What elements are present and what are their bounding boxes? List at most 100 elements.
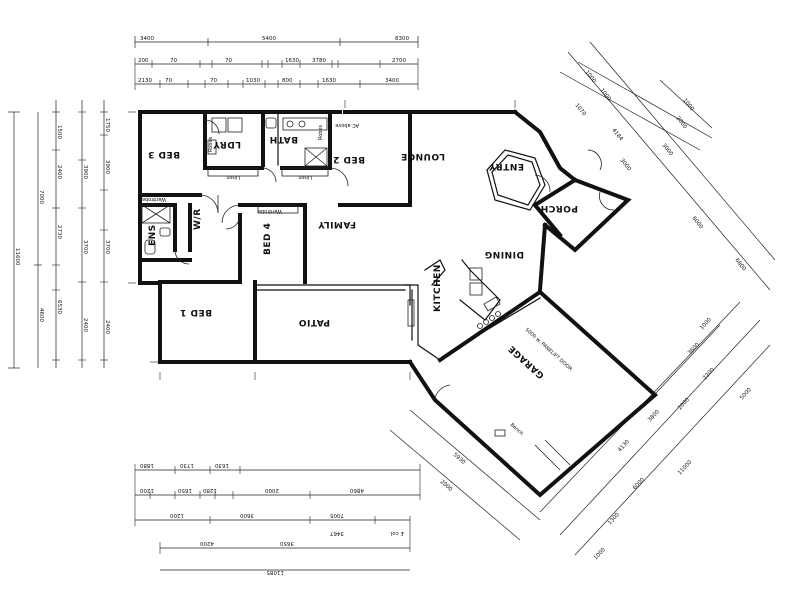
dim-bot-a: 7005	[330, 512, 344, 518]
dim-ru-d: 2000	[674, 116, 688, 131]
dim-left-r2-0: 3900	[82, 165, 88, 179]
dimensions-bottom: 1880 1730 1630 1200 1650 1280 2000 4860 …	[134, 462, 421, 575]
note-linen-2: Linen	[298, 174, 312, 180]
dim-ru-row-4: 1070	[573, 103, 587, 118]
dim-left-r3-3: 6530	[56, 300, 62, 314]
dim-top-r3-4: 800	[282, 78, 293, 84]
dim-bot-e: 3467	[330, 530, 344, 536]
dim-left-r2-1: 3700	[82, 240, 88, 254]
dim-top-r2-3: 1630	[285, 58, 299, 64]
dim-bot-r3-0: 1880	[140, 462, 154, 468]
note-wardrobe-2: Wardrobe	[142, 196, 166, 202]
dim-bot-r3-2: 1630	[215, 462, 229, 468]
dim-top-r2-1: 70	[170, 58, 177, 64]
note-wardrobe: Wardrobe	[258, 208, 282, 214]
dim-top-r3-1: 70	[165, 78, 172, 84]
dim-bot-f: 3650	[280, 540, 294, 546]
room-ens: ENS	[148, 224, 158, 246]
dim-ru-row-7: 4184	[610, 128, 624, 143]
dim-left-r3-1: 2400	[56, 165, 62, 179]
dim-top-b: 3400	[140, 36, 154, 42]
dim-bot-r2-1: 1650	[178, 487, 192, 493]
dim-left-r1-2: 3700	[104, 240, 110, 254]
dim-rl-c: 3600	[687, 342, 701, 357]
room-porch: PORCH	[540, 203, 578, 213]
outline-ticks	[128, 100, 516, 380]
dimensions-right-lower: 1000 3600 2200 2000 5000 3800 4130 6000 …	[539, 301, 771, 562]
dim-top-a: 5400	[262, 36, 276, 42]
dim-bot-d: 4860	[350, 487, 364, 493]
door-swings	[174, 119, 615, 399]
dim-rl-e: 4130	[617, 439, 631, 454]
room-family: FAMILY	[318, 219, 356, 229]
dim-bot-cl: £ col.	[389, 530, 404, 536]
dim-left-r1-3: 2400	[104, 320, 110, 334]
dim-top-r2-2: 70	[225, 58, 232, 64]
note-linen-1: Linen	[226, 174, 240, 180]
dim-rl-overall: 11000	[677, 459, 694, 476]
dim-bot-c: 4200	[200, 540, 214, 546]
dim-left-overall: 11600	[14, 248, 20, 266]
dim-top-r2-5: 2700	[392, 58, 406, 64]
dim-left-a: 7000	[38, 190, 44, 204]
dim-rl-row-6: 2000	[677, 397, 691, 412]
dim-rl-row-8: 1300	[607, 512, 621, 527]
dim-ru-a: 6000	[690, 216, 704, 231]
note-bench: Bench	[509, 422, 525, 437]
dim-top-overall: 8300	[395, 36, 409, 42]
interior-walls	[138, 110, 578, 364]
room-dining: DINING	[484, 249, 524, 259]
room-bed4: BED 4	[263, 223, 273, 255]
dim-bot-r3-1: 1730	[180, 462, 194, 468]
room-garage: GARAGE	[507, 343, 547, 380]
dimensions-right-upper: 3000 4184 3000 6800 6000 2000 1000 1000 …	[559, 41, 776, 291]
dim-rl-b: 5000	[739, 387, 753, 402]
dim-bot-r2-0: 1200	[140, 487, 154, 493]
room-entry: ENTRY	[489, 161, 524, 171]
room-lounge: LOUNGE	[401, 151, 445, 161]
dim-top-r3-5: 1630	[322, 78, 336, 84]
dim-left-r1-1: 3900	[104, 160, 110, 174]
dim-top-r3-0: 2130	[138, 78, 152, 84]
dim-rl-row-0: 1000	[699, 317, 713, 332]
dim-bot-overall: 11085	[266, 569, 284, 575]
dim-left-r1-0: 1750	[104, 118, 110, 132]
dimensions-left: 11600 7000 4600 1500 2400 2730 6530 3900…	[8, 100, 110, 369]
room-kitchen: KITCHEN	[433, 264, 443, 312]
room-bed3: BED 3	[148, 149, 180, 159]
room-bed1: BED 1	[180, 307, 212, 317]
room-wir: W/R	[193, 208, 203, 230]
dim-top-r3-3: 1030	[246, 78, 260, 84]
dim-bot-r2-2: 1280	[203, 487, 217, 493]
dim-gs-a: 2000	[439, 479, 454, 493]
room-bed2: BED 2	[333, 154, 365, 164]
dim-top-r2-4: 3780	[312, 58, 326, 64]
dim-rl-a: 6000	[632, 477, 646, 492]
dim-left-r2-2: 2400	[82, 318, 88, 332]
note-robes-2: Robes	[318, 124, 324, 140]
dim-bot-r2-last: 1200	[170, 512, 184, 518]
dim-gs-b: 5930	[452, 452, 467, 466]
dim-bot-b: 3600	[240, 512, 254, 518]
dimensions-top: 8300 5400 3400	[134, 36, 419, 90]
dim-top-r3-2: 70	[210, 78, 217, 84]
dim-ru-c2: 3000	[618, 158, 632, 173]
dim-bot-r2-3: 2000	[265, 487, 279, 493]
room-labels: BED 3 LDRY BATH BED 2 LOUNGE ENTRY PORCH…	[148, 134, 578, 380]
note-robes: Robes	[208, 136, 214, 152]
dim-left-r3-2: 2730	[56, 225, 62, 239]
dim-ru-overall: 6800	[733, 258, 747, 273]
room-lndry: LDRY	[213, 139, 241, 149]
fixtures	[141, 117, 571, 471]
dim-rl-row-0b: 1000	[593, 547, 607, 562]
room-patio: PATIO	[298, 317, 330, 327]
dim-left-r3-0: 1500	[56, 125, 62, 139]
dim-left-b: 4600	[38, 308, 44, 322]
note-ac: AC above	[335, 122, 359, 128]
dim-rl-row-3: 3800	[647, 409, 661, 424]
dim-ru-row-2: 1000	[598, 88, 612, 103]
dim-ru-c: 3000	[660, 143, 674, 158]
dim-top-r2-0: 200	[138, 58, 149, 64]
building-walls	[138, 109, 659, 498]
